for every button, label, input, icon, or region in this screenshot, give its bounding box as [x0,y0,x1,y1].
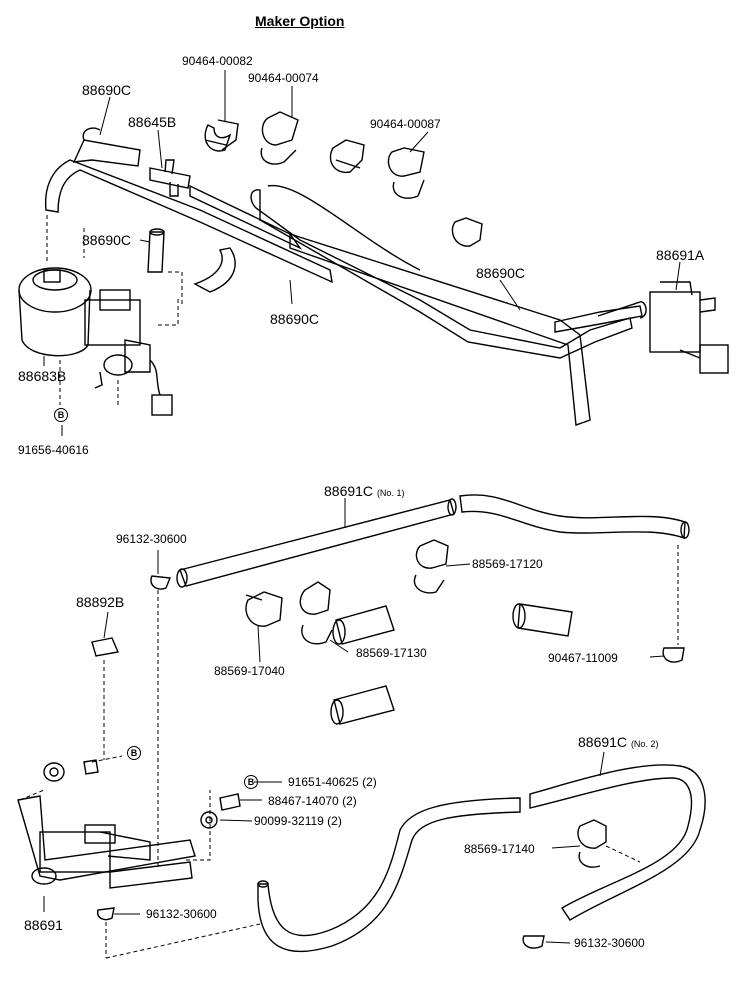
hose-88691c-no2 [257,764,706,953]
label-96132-30600-b: 96132-30600 [146,907,217,921]
pipe-to-vsv [554,301,647,333]
label-88691: 88691 [24,917,63,933]
clamp-88569-17140 [577,819,607,868]
clamp-88569-17120 [413,539,449,594]
label-88569-17120: 88569-17120 [472,557,543,571]
hose-88690c-long [189,184,633,426]
b-circle-mark-top: B [54,408,68,422]
clamp-90464-00082 [204,119,239,152]
label-88690c-a: 88690C [82,82,132,98]
label-88690c-d: 88690C [476,265,526,281]
clip-96132-30600-b [97,907,115,921]
clamp-90464-00087 [387,147,425,199]
label-88691c-no1: 88691C (No. 1) [324,484,404,498]
canister-88683b [18,267,92,357]
label-88569-17130: 88569-17130 [356,646,427,660]
clip-96132-30600-c [522,935,545,949]
clamp-88569-17040 [245,591,283,627]
hose-88690c-bend [193,247,236,293]
tee-fitting-88645b [149,159,191,197]
leaders-bottom [19,789,641,959]
clip-90467-11009 [662,647,685,663]
vsv-assembly-left [84,289,173,416]
label-90464-00082: 90464-00082 [182,54,253,68]
bushing-left [43,759,99,782]
hose-pieces-mid [330,603,573,725]
label-90464-00087: 90464-00087 [370,117,441,131]
label-88691c-no2-text: 88691C [578,734,628,750]
clamp-mid-top [329,139,365,174]
label-88569-17140: 88569-17140 [464,842,535,856]
label-88691c-no2: 88691C (No. 2) [578,735,658,749]
vsv-88691a [649,281,729,374]
b-circle-mark-mid: B [127,746,141,760]
b-circle-mark-low: B [244,775,258,789]
clamp-88569-17130 [299,581,333,645]
label-90464-00074: 90464-00074 [248,71,319,85]
hose-88690c-short [147,228,165,273]
fasteners-center [200,793,241,829]
clamp-small-right [451,217,483,247]
label-88691a: 88691A [656,247,705,263]
label-96132-30600-a: 96132-30600 [116,532,187,546]
leaders-mid [91,545,679,870]
clip-96132-30600-a [150,575,171,590]
callout-lines-mid [103,498,665,663]
valve-88691 [17,795,196,889]
label-88690c-b: 88690C [82,232,132,248]
label-96132-30600-c: 96132-30600 [574,936,645,950]
label-90467-11009: 90467-11009 [548,651,618,665]
label-88691c-no2-note: (No. 2) [630,739,659,749]
label-91656-40616: 91656-40616 [18,443,89,457]
callout-lines-bottom [43,751,605,944]
label-88645b: 88645B [128,114,177,130]
hose-88691c-no1-right [459,494,690,539]
label-88569-17040: 88569-17040 [214,664,285,678]
label-88683b: 88683B [18,368,67,384]
label-90099-32119: 90099-32119 (2) [254,814,342,828]
label-88691c-no1-text: 88691C [324,483,374,499]
hose-88690c-left [44,127,333,284]
label-88892b: 88892B [76,594,125,610]
callout-lines-top [43,70,681,436]
page-title: Maker Option [255,13,345,29]
label-88691c-no1-note: (No. 1) [376,488,405,498]
clamp-90464-00074 [260,111,299,165]
hose-88691c-no1 [176,498,457,588]
label-88467-14070: 88467-14070 (2) [268,794,357,808]
label-91651-40625: 91651-40625 (2) [288,775,377,789]
label-88690c-c: 88690C [270,311,320,327]
leaders-top [46,215,183,405]
bracket-88892b [91,637,119,657]
